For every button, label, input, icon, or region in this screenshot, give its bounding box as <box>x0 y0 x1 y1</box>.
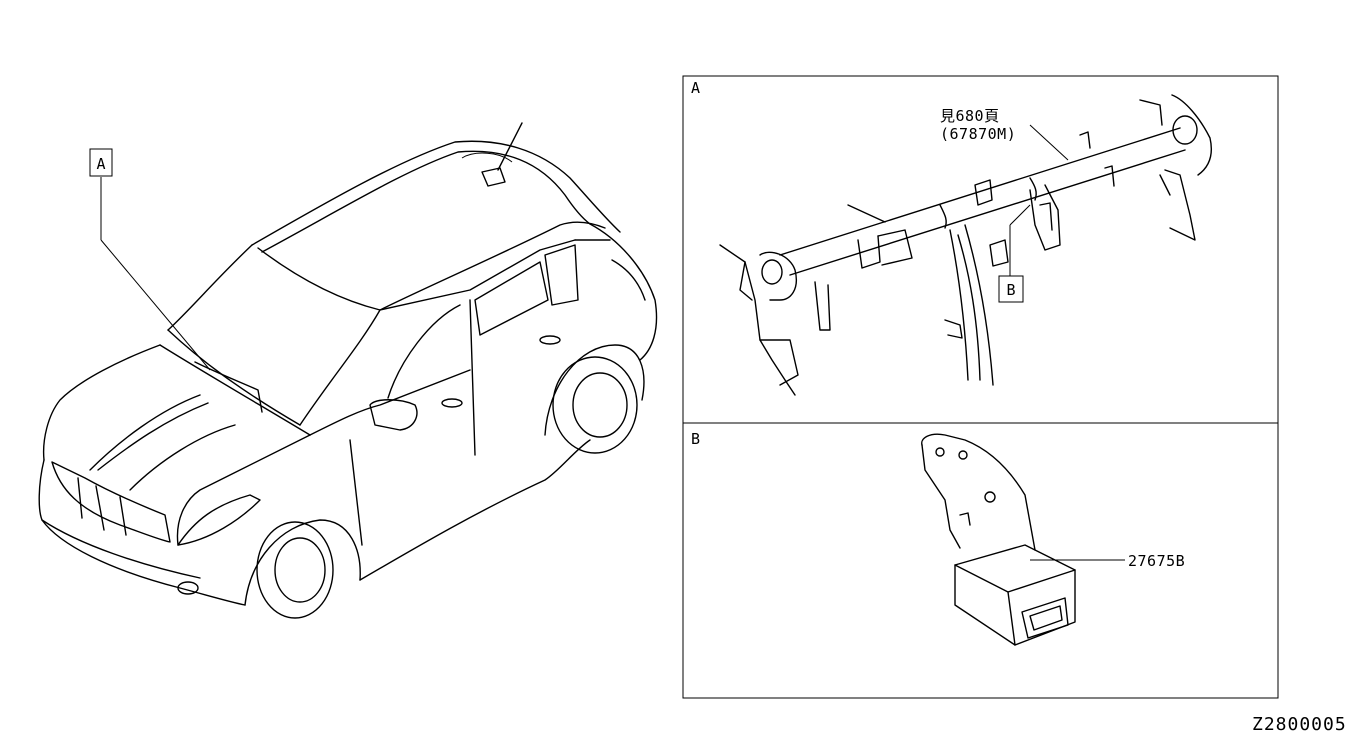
diagram-code: Z2800005 <box>1252 714 1347 735</box>
reference-page: 見680頁 <box>940 107 1000 125</box>
part-number-label: 27675B <box>1128 552 1185 570</box>
callout-b-box <box>998 275 1024 303</box>
callout-a-box <box>89 148 113 177</box>
sensor-unit-illustration <box>921 433 1125 646</box>
panel-b-frame <box>682 422 1279 699</box>
panel-a-label: A <box>691 79 700 97</box>
callout-a-label: A <box>96 155 105 173</box>
callout-b-label: B <box>1006 281 1015 299</box>
steering-member-illustration <box>719 94 1212 396</box>
reference-part: (67870M) <box>940 125 1016 143</box>
panel-b-label: B <box>691 430 700 448</box>
vehicle-illustration <box>38 122 658 619</box>
